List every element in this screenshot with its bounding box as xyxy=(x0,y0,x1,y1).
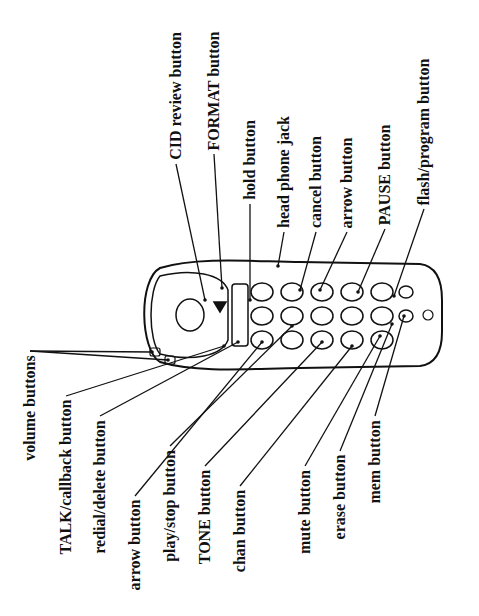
leader-line xyxy=(394,209,424,296)
leader-line xyxy=(320,232,347,290)
leader-line xyxy=(214,154,222,288)
earpiece-grille xyxy=(176,299,204,331)
handset-body xyxy=(144,261,442,370)
leader-dot xyxy=(390,322,394,326)
microphone xyxy=(423,310,433,320)
earpiece xyxy=(151,272,228,357)
part-label: erase button xyxy=(331,455,349,540)
leader-line xyxy=(278,232,284,266)
volume-key xyxy=(150,348,160,356)
part-label: chan button xyxy=(231,490,249,572)
part-label: mem button xyxy=(366,420,384,503)
key-button xyxy=(251,283,273,301)
part-label: flash/program button xyxy=(415,58,433,205)
part-label: arrow button xyxy=(338,137,356,228)
leader-dot xyxy=(248,298,252,302)
leader-dot xyxy=(392,294,396,298)
part-label: hold button xyxy=(241,120,259,200)
key-button xyxy=(399,286,413,298)
key-button xyxy=(341,307,363,325)
leader-dot xyxy=(318,288,322,292)
leader-line xyxy=(205,342,322,466)
leader-dot xyxy=(298,288,302,292)
part-label: CID review button xyxy=(167,32,185,160)
part-label: head phone jack xyxy=(275,116,293,228)
leader-dot xyxy=(203,298,207,302)
part-label: FORMAT button xyxy=(205,31,223,150)
leader-dot xyxy=(222,344,226,348)
leader-dot xyxy=(290,324,294,328)
leader-dot xyxy=(236,340,240,344)
leader-dot xyxy=(260,340,264,344)
key-button xyxy=(399,310,413,322)
leader-line xyxy=(375,316,404,416)
part-label: cancel button xyxy=(307,136,325,228)
leader-line xyxy=(66,346,224,396)
key-button xyxy=(251,307,273,325)
leader-line xyxy=(300,232,316,290)
leader-line xyxy=(100,342,238,416)
leader-line xyxy=(176,164,205,300)
leader-line xyxy=(358,229,385,292)
key-button xyxy=(341,331,363,349)
part-label: redial/delete button xyxy=(91,420,109,553)
display xyxy=(232,284,248,346)
part-label: TALK/callback button xyxy=(57,400,75,555)
leader-dot xyxy=(402,314,406,318)
part-label: TONE button xyxy=(196,470,214,564)
leader-dot xyxy=(356,290,360,294)
key-button xyxy=(311,307,333,325)
leader-line xyxy=(170,326,292,446)
key-button xyxy=(371,283,393,301)
leader-line xyxy=(30,351,168,360)
key-button xyxy=(251,331,273,349)
part-label: PAUSE button xyxy=(376,124,394,225)
leader-dot xyxy=(220,286,224,290)
part-label: mute button xyxy=(296,470,314,554)
leader-dot xyxy=(378,334,382,338)
key-arrow xyxy=(214,302,226,312)
leader-dot xyxy=(166,358,170,362)
part-label: volume buttons xyxy=(21,355,39,460)
leader-dot xyxy=(350,344,354,348)
leader-dot xyxy=(150,350,154,354)
keypad xyxy=(214,283,413,349)
key-button xyxy=(281,283,303,301)
key-button xyxy=(311,331,333,349)
leader-dot xyxy=(276,264,280,268)
key-button xyxy=(281,307,303,325)
part-label: arrow button xyxy=(126,500,144,591)
leader-dot xyxy=(320,340,324,344)
key-button xyxy=(371,307,393,325)
part-label: play/stop button xyxy=(161,450,179,562)
leader-line xyxy=(249,204,250,300)
key-button xyxy=(341,283,363,301)
